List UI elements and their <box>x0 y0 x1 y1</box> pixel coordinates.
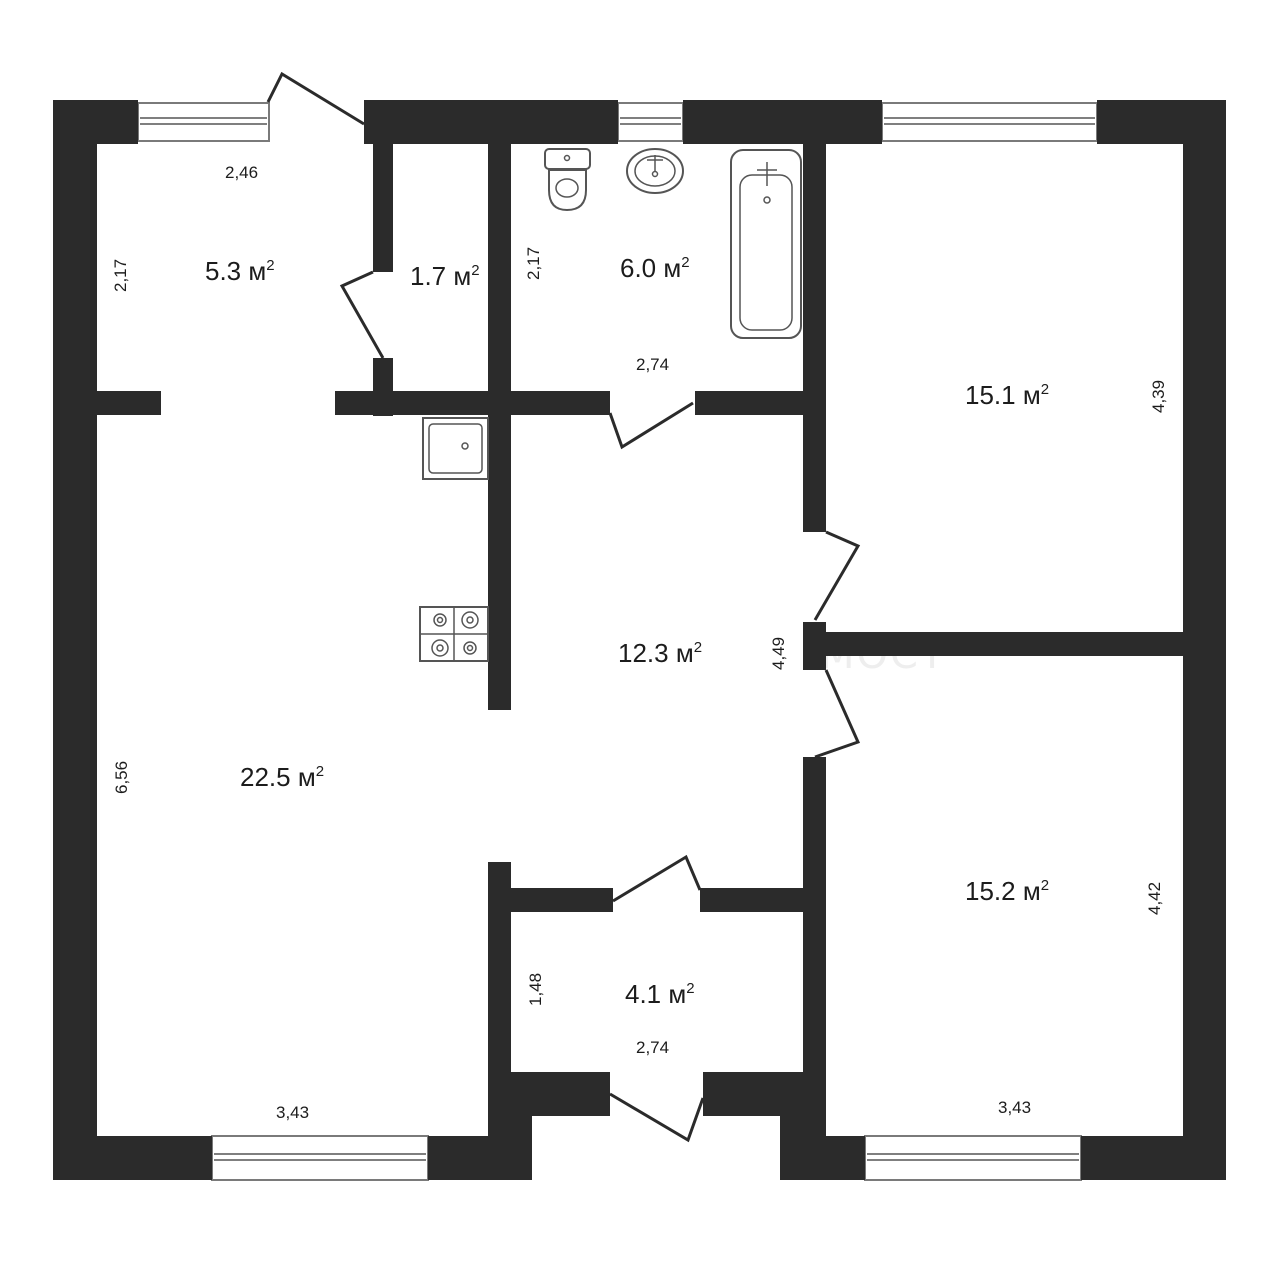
room-area-storage: 4.1 м2 <box>625 979 695 1009</box>
room-area-hallway: 5.3 м2 <box>205 256 275 286</box>
bathroom-door <box>608 401 694 450</box>
room-area-wc: 1.7 м2 <box>410 261 480 291</box>
window-hallway <box>137 102 270 142</box>
room-area-living-kitchen: 22.5 м2 <box>240 762 324 792</box>
storage-door <box>612 854 702 903</box>
room-area-bedroom-north: 15.1 м2 <box>965 380 1049 410</box>
window-bedroom-north <box>881 102 1098 142</box>
bathtub <box>730 149 802 339</box>
window-bathroom <box>617 102 684 142</box>
bedroom-south-door <box>814 669 861 759</box>
sink-icon <box>626 148 684 194</box>
exit-door <box>609 1092 705 1143</box>
dim-corridor-height: 4,49 <box>769 637 788 670</box>
wc-door <box>339 270 385 359</box>
dim-hallway-height: 2,17 <box>111 259 130 292</box>
dim-bedroom-north-height: 4,39 <box>1149 380 1168 413</box>
walls <box>53 100 1226 1180</box>
room-area-corridor: 12.3 м2 <box>618 638 702 668</box>
room-area-bathroom: 6.0 м2 <box>620 253 690 283</box>
window-living <box>211 1135 429 1181</box>
dim-bedroom-south-width: 3,43 <box>998 1098 1031 1117</box>
dim-living-width: 3,43 <box>276 1103 309 1122</box>
dim-bathroom-width: 2,74 <box>636 355 669 374</box>
window-bedroom-south <box>864 1135 1082 1181</box>
dim-storage-width: 2,74 <box>636 1038 669 1057</box>
dim-storage-height: 1,48 <box>526 973 545 1006</box>
dim-living-height: 6,56 <box>112 761 131 794</box>
toilet <box>544 148 591 212</box>
bedroom-north-door <box>813 530 861 621</box>
entrance-door <box>266 71 365 126</box>
dim-bedroom-south-height: 4,42 <box>1145 882 1164 915</box>
dim-hallway-width: 2,46 <box>225 163 258 182</box>
doors <box>266 71 861 1143</box>
dim-bathroom-height: 2,17 <box>524 247 543 280</box>
room-area-bedroom-south: 15.2 м2 <box>965 876 1049 906</box>
stove <box>419 606 489 662</box>
kitchen-sink <box>422 417 489 480</box>
